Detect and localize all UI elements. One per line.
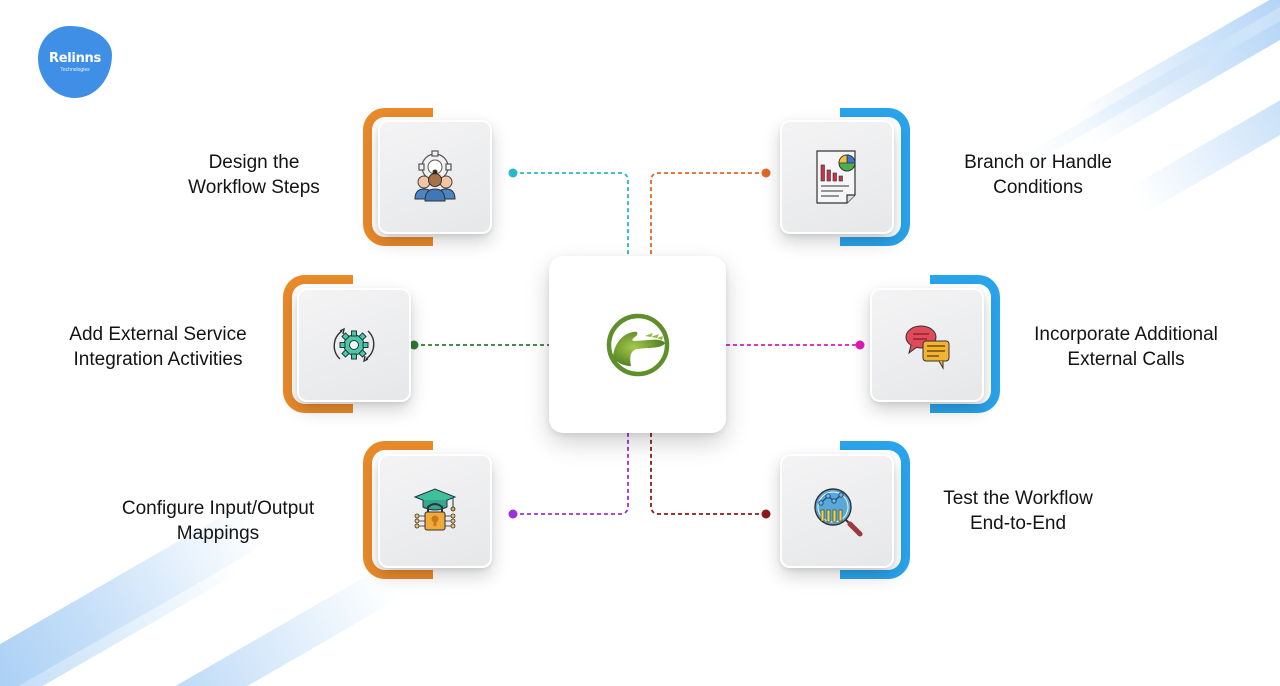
decorative-stripe <box>1129 57 1280 213</box>
center-hub-card <box>549 256 726 433</box>
connector-mappings <box>513 433 629 515</box>
step-label-mappings: Configure Input/Output Mappings <box>98 496 338 546</box>
card-test <box>780 454 894 568</box>
decorative-stripe <box>121 567 399 686</box>
step-label-line: Test the Workflow <box>943 488 1093 509</box>
bracket-design <box>363 108 433 246</box>
decorative-stripe <box>1074 0 1280 148</box>
card-design <box>378 120 492 234</box>
step-label-line: Configure Input/Output <box>121 498 315 519</box>
step-label-external-calls: Incorporate Additional External Calls <box>1012 322 1240 372</box>
report-chart-icon <box>816 150 856 204</box>
bracket-mappings <box>363 441 433 579</box>
connector-test <box>650 433 766 515</box>
decorative-stripe <box>0 560 242 686</box>
step-label-line: Workflow Steps <box>188 177 320 198</box>
connector-design <box>513 172 629 256</box>
step-label-line: Integration Activities <box>73 349 243 370</box>
step-label-test: Test the Workflow End-to-End <box>922 486 1114 536</box>
card-branch <box>780 120 894 234</box>
card-external-service <box>297 288 411 402</box>
step-label-line: Mappings <box>176 523 260 544</box>
step-label-design: Design the Workflow Steps <box>168 150 340 200</box>
step-label-branch: Branch or Handle Conditions <box>944 150 1132 200</box>
magnifier-analytics-icon <box>814 488 863 537</box>
lock-graduation-cap-icon <box>413 488 457 531</box>
step-label-line: External Calls <box>1067 349 1185 370</box>
bracket-test <box>840 441 910 579</box>
bracket-external-calls <box>930 275 1000 413</box>
decorative-stripe <box>1022 0 1280 167</box>
chat-bubbles-icon <box>905 325 950 370</box>
bracket-branch <box>840 108 910 246</box>
gear-cycle-icon <box>333 327 375 363</box>
step-label-line: Design the <box>208 152 300 173</box>
brand-tagline: Technologies <box>60 67 90 73</box>
bracket-external-service <box>283 275 353 413</box>
brand-logo: Relinns Technologies <box>38 26 112 98</box>
step-label-line: Add External Service <box>69 324 247 345</box>
card-external-calls <box>870 288 984 402</box>
step-label-external-service: Add External Service Integration Activit… <box>50 322 266 372</box>
step-label-line: Conditions <box>993 177 1083 198</box>
step-label-line: End-to-End <box>969 513 1067 534</box>
step-label-line: Branch or Handle <box>964 152 1112 173</box>
connector-branch <box>650 172 766 256</box>
team-gear-icon <box>414 150 456 202</box>
card-mappings <box>378 454 492 568</box>
brand-name: Relinns <box>49 51 101 66</box>
step-label-line: Incorporate Additional <box>1034 324 1218 345</box>
green-leaf-hand-logo-icon <box>606 313 669 376</box>
